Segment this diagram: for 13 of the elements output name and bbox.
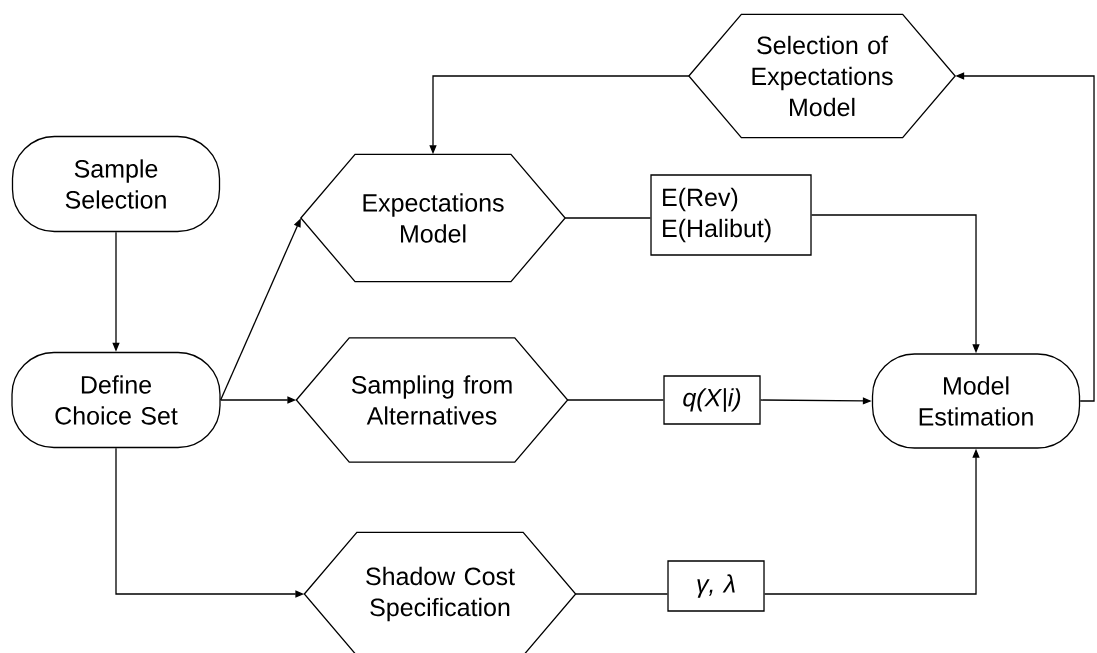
connector-line [567, 399, 664, 401]
process-hexagon: Shadow Cost Specification [303, 531, 577, 653]
process-hexagon: Expectations Model [300, 153, 566, 283]
connector-line [575, 593, 668, 595]
data-box: γ, λ [667, 560, 765, 612]
data-box: E(Rev) E(Halibut) [650, 174, 812, 256]
data-box: q(X|i) [663, 375, 761, 425]
terminal-box: Model Estimation [871, 353, 1081, 449]
process-hexagon: Selection of Expectations Model [688, 13, 956, 139]
process-hexagon: Sampling from Alternatives [295, 337, 569, 463]
terminal-box: Define Choice Set [11, 351, 221, 449]
terminal-box: Sample Selection [11, 135, 221, 233]
connector-line [564, 217, 651, 219]
